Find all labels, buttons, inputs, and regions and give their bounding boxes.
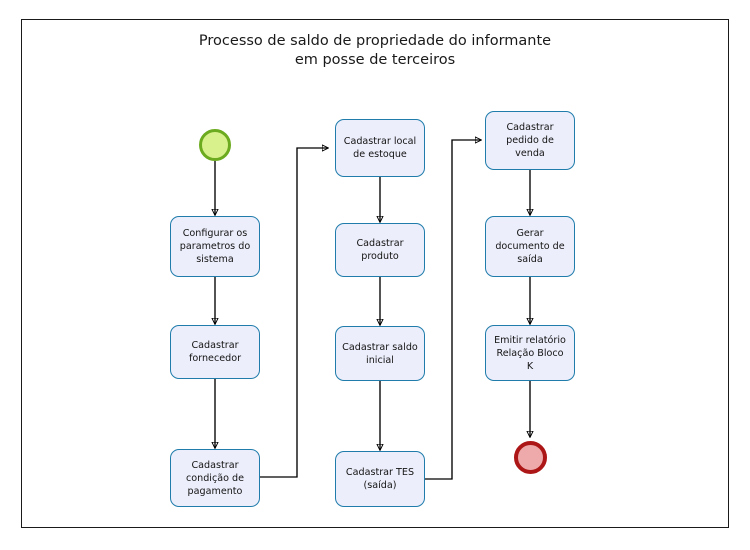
- node-emitir-relatorio-bloco-k[interactable]: Emitir relatório Relação Bloco K: [485, 325, 575, 381]
- node-cadastrar-pedido-venda[interactable]: Cadastrar pedido de venda: [485, 111, 575, 170]
- end-event-node[interactable]: [514, 441, 547, 474]
- node-cadastrar-saldo-inicial[interactable]: Cadastrar saldo inicial: [335, 326, 425, 381]
- node-gerar-documento-saida[interactable]: Gerar documento de saída: [485, 216, 575, 277]
- node-cadastrar-local-estoque[interactable]: Cadastrar local de estoque: [335, 119, 425, 177]
- start-event-node[interactable]: [199, 129, 231, 161]
- node-cadastrar-fornecedor[interactable]: Cadastrar fornecedor: [170, 325, 260, 379]
- page-title: Processo de saldo de propriedade do info…: [198, 33, 552, 68]
- node-cadastrar-condicao-pagamento[interactable]: Cadastrar condição de pagamento: [170, 449, 260, 507]
- node-cadastrar-tes-saida[interactable]: Cadastrar TES (saída): [335, 451, 425, 507]
- node-configurar-parametros[interactable]: Configurar os parametros do sistema: [170, 216, 260, 277]
- node-cadastrar-produto[interactable]: Cadastrar produto: [335, 223, 425, 277]
